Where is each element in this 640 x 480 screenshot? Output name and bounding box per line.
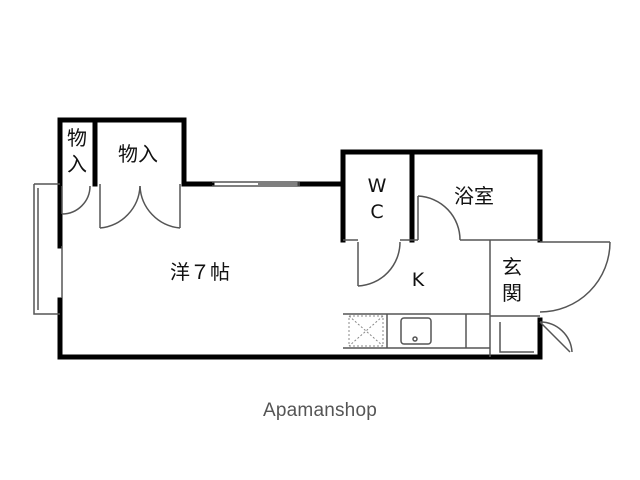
walls [57, 117, 543, 360]
entrance-label-2: 関 [502, 281, 522, 305]
entrance-label-1: 玄 [502, 255, 522, 279]
door-swings [61, 184, 611, 353]
kitchen-label: K [412, 269, 425, 291]
closet-small-label-2: 入 [67, 152, 87, 176]
wc-label-c: C [370, 201, 383, 223]
interior-lines [33, 181, 540, 357]
western-room-label: 洋７帖 [170, 260, 230, 284]
bath-label: 浴室 [454, 184, 494, 208]
closet-label: 物入 [118, 142, 158, 166]
brand-watermark: Apamanshop [263, 400, 377, 421]
wc-label-w: W [368, 175, 387, 197]
stove-icon [348, 315, 384, 347]
closet-small-label-1: 物 [67, 126, 87, 150]
